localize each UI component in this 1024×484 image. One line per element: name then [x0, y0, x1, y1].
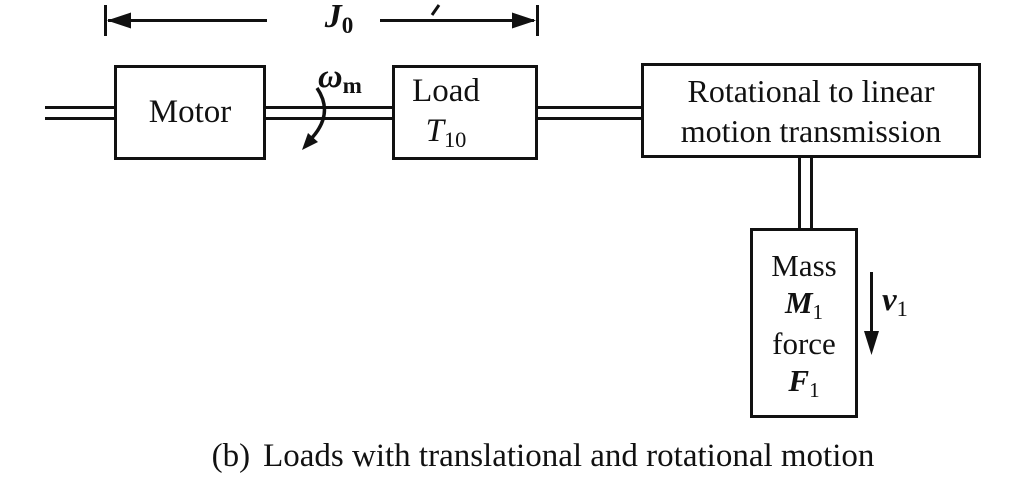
- omega-symbol: ω: [318, 58, 343, 95]
- motor-label: Motor: [148, 94, 232, 130]
- figure-caption: (b) Loads with translational and rotation…: [62, 438, 1024, 475]
- dimension-arrowhead-right: [512, 12, 536, 29]
- load-box: Load T10: [392, 65, 538, 160]
- rotation-arc: [307, 87, 327, 143]
- mass-symbol: M: [784, 285, 813, 320]
- inertia-symbol: J: [324, 0, 342, 35]
- omega-subscript: m: [342, 73, 362, 100]
- velocity-arrowhead: [864, 331, 879, 355]
- torque-symbol: T: [425, 113, 444, 149]
- mass-box: Mass M1 force F1: [750, 228, 858, 418]
- velocity-subscript: 1: [896, 296, 908, 322]
- force-symbol-label: F1: [788, 362, 819, 403]
- torque-subscript: 10: [443, 127, 467, 153]
- load-label: Load: [412, 73, 480, 109]
- transmission-box: Rotational to linear motion transmission: [641, 63, 981, 158]
- load-torque-label: T10: [426, 111, 467, 154]
- prime-mark: [430, 4, 441, 16]
- mass-symbol-label: M1: [785, 284, 823, 325]
- inertia-subscript: 0: [341, 13, 354, 40]
- mass-subscript: 1: [812, 299, 824, 324]
- shaft-speed-label: ωm: [318, 58, 362, 100]
- caption-index: (b): [211, 438, 251, 474]
- transmission-label-line2: motion transmission: [680, 112, 942, 149]
- transmission-label-line1: Rotational to linear: [687, 72, 935, 109]
- velocity-arrow: [864, 272, 879, 355]
- shafts: [45, 106, 813, 229]
- caption-text: Loads with translational and rotational …: [263, 438, 875, 474]
- rotation-arrowhead: [302, 133, 318, 150]
- dimension-arrowhead-left: [107, 12, 131, 29]
- mass-label: Mass: [771, 248, 837, 283]
- velocity-label: v1: [882, 282, 908, 322]
- inertia-label: J0: [308, 0, 370, 40]
- force-label: force: [772, 326, 836, 361]
- velocity-symbol: v: [882, 282, 897, 318]
- rotation-arrow-motor-shaft: [302, 87, 327, 150]
- force-symbol: F: [788, 363, 810, 398]
- j0-dimension-line: [104, 4, 539, 36]
- force-subscript: 1: [809, 377, 820, 402]
- motor-box: Motor: [114, 65, 266, 160]
